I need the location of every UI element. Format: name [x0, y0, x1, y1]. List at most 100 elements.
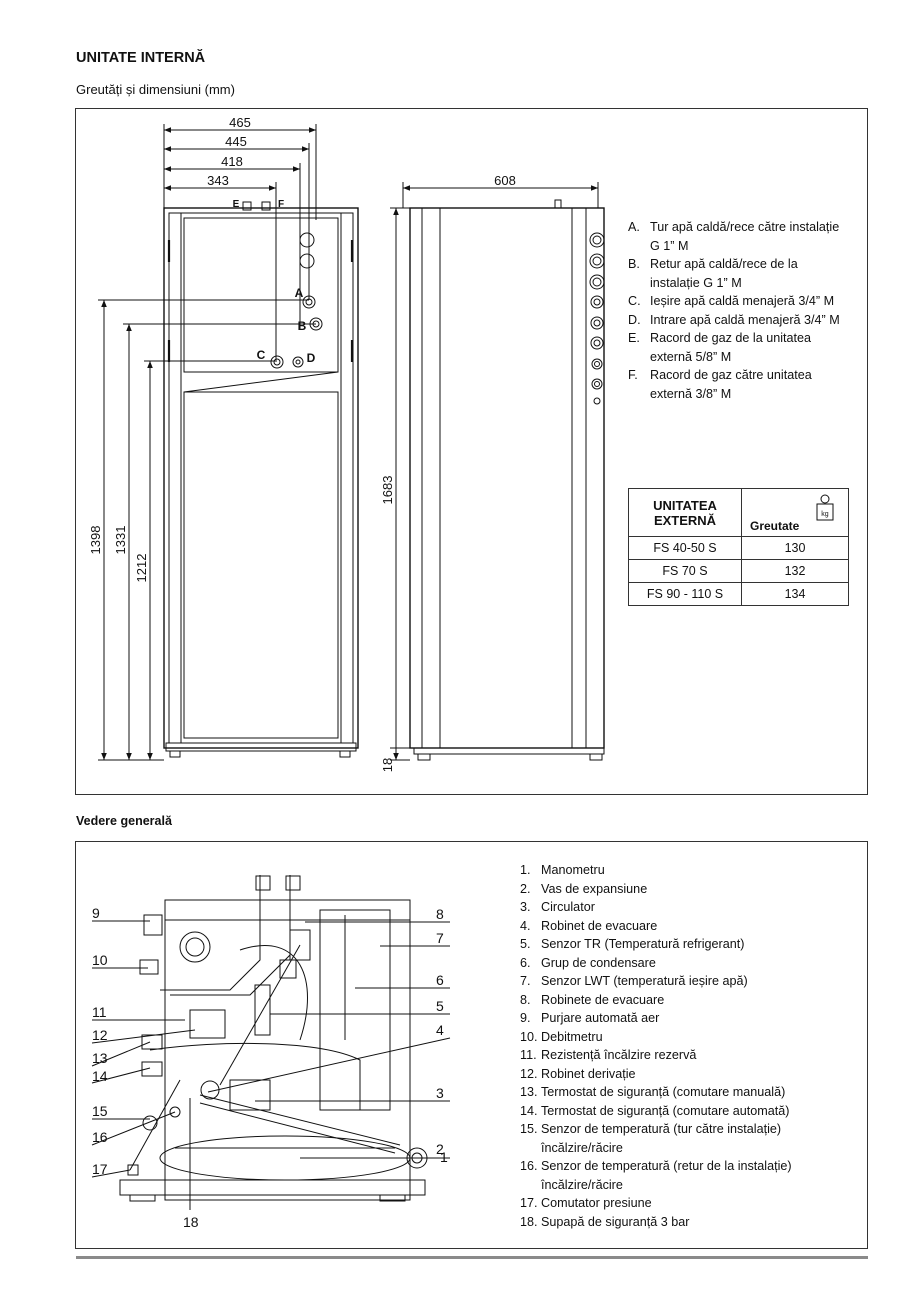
- connection-legend-item-text: Tur apă caldă/rece către instalație: [650, 220, 840, 234]
- overview-legend-item: 14.Termostat de siguranță (comutare auto…: [520, 1102, 792, 1121]
- connection-legend-item-text: Intrare apă caldă menajeră 3/4” M: [650, 312, 840, 327]
- conn-label-c: C: [257, 348, 266, 362]
- weight-table-header-weight: kg Greutate: [741, 488, 849, 537]
- overview-legend-item-text: Senzor TR (Temperatură refrigerant): [541, 937, 745, 951]
- weight-table-header-unit: UNITATEA EXTERNĂ: [628, 488, 742, 537]
- overview-legend-item-text: Termostat de siguranță (comutare manuală…: [541, 1085, 786, 1099]
- overview-legend-item-key: 4.: [520, 918, 531, 933]
- conn-label-d: D: [307, 351, 316, 365]
- weight-value-cell: 130: [741, 536, 849, 560]
- overview-legend-item-key: 1.: [520, 863, 531, 877]
- dim-width-343: 343: [207, 173, 229, 188]
- overview-legend-item-key: 15.: [520, 1122, 538, 1136]
- weight-model-cell: FS 90 - 110 S: [628, 582, 742, 606]
- overview-legend-item-key: 18.: [520, 1214, 538, 1229]
- overview-title: Vedere generală: [76, 814, 172, 828]
- callout-3: 3: [436, 1085, 444, 1101]
- dimensions-drawing: 465 445 418 343 608 E F A B C D 1398 133…: [88, 115, 605, 772]
- overview-legend-item-text: Robinet derivație: [541, 1066, 636, 1081]
- callout-5: 5: [436, 998, 444, 1014]
- weight-model-cell: FS 40-50 S: [628, 536, 742, 560]
- overview-legend-item-key: 12.: [520, 1066, 538, 1081]
- overview-legend-item-key: 10.: [520, 1029, 538, 1044]
- callout-9: 9: [92, 905, 100, 921]
- connection-legend-item-text: Racord de gaz către unitatea: [650, 368, 812, 382]
- overview-legend-item-text: Senzor LWT (temperatură ieșire apă): [541, 974, 748, 988]
- overview-legend-item-text: Manometru: [541, 863, 605, 877]
- overview-legend-item: 15.Senzor de temperatură (tur către inst…: [520, 1120, 792, 1139]
- overview-legend-item: 18.Supapă de siguranță 3 bar: [520, 1213, 792, 1232]
- connection-legend-item-key: C.: [628, 294, 641, 308]
- connection-legend-item-key: E.: [628, 331, 640, 345]
- connection-legend-item-key: F.: [628, 368, 638, 382]
- callout-8: 8: [436, 906, 444, 922]
- callout-7: 7: [436, 930, 444, 946]
- connections-legend: A. Tur apă caldă/rece către instalație G 1…: [628, 218, 840, 403]
- overview-legend-item-key: 3.: [520, 900, 531, 914]
- weight-kg-icon: kg: [816, 494, 834, 521]
- callout-1: 1: [440, 1149, 448, 1165]
- overview-legend-item-text: Rezistență încălzire rezervă: [541, 1048, 697, 1062]
- overview-legend-item-text: Debitmetru: [541, 1029, 603, 1044]
- connection-legend-item-key: A.: [628, 220, 640, 234]
- overview-legend-item-continuation: încălzire/răcire: [541, 1140, 623, 1155]
- connection-legend-item: A. Tur apă caldă/rece către instalație: [628, 218, 840, 237]
- conn-label-f: F: [278, 199, 284, 210]
- connection-legend-item-continuation: G 1” M: [650, 238, 689, 253]
- overview-legend-item: 10.Debitmetru: [520, 1028, 792, 1047]
- overview-legend-item-text: Robinet de evacuare: [541, 918, 658, 933]
- dim-width-418: 418: [221, 154, 243, 169]
- overview-legend-item: 3. Circulator: [520, 898, 792, 917]
- dimensions-panel: [75, 108, 868, 795]
- dim-depth-608: 608: [494, 173, 516, 188]
- callout-11: 11: [92, 1004, 107, 1020]
- overview-legend-item: 6.Grup de condensare: [520, 954, 792, 973]
- overview-legend-item: 1. Manometru: [520, 861, 792, 880]
- dim-foot-18: 18: [380, 758, 395, 772]
- overview-legend-item-key: 5.: [520, 937, 531, 951]
- overview-legend-item-text: Purjare automată aer: [541, 1011, 660, 1025]
- overview-legend-item-key: 11.: [520, 1048, 537, 1062]
- callout-6: 6: [436, 972, 444, 988]
- overview-legend-item-text: Circulator: [541, 900, 595, 914]
- overview-legend-item-text: Robinete de evacuare: [541, 992, 665, 1007]
- callout-15: 15: [92, 1103, 108, 1119]
- overview-legend-item-continuation: încălzire/răcire: [541, 1177, 623, 1192]
- overview-drawing: 9 10 11 12 13 14 15 16 17 8 7 6 5 4 3 2 …: [91, 875, 451, 1230]
- overview-legend-item: 13.Termostat de siguranță (comutare manu…: [520, 1083, 792, 1102]
- connection-legend-item-text: Racord de gaz de la unitatea: [650, 331, 812, 345]
- callout-17: 17: [92, 1161, 108, 1177]
- conn-label-a: A: [295, 286, 304, 300]
- callout-18: 18: [183, 1214, 199, 1230]
- overview-legend-item: 8.Robinete de evacuare: [520, 991, 792, 1010]
- dim-height-1398: 1398: [88, 526, 103, 555]
- overview-legend-item: 11. Rezistență încălzire rezervă: [520, 1046, 792, 1065]
- connection-legend-item-continuation: externă 5/8” M: [650, 349, 732, 364]
- callout-13: 13: [92, 1050, 108, 1066]
- weight-model-cell: FS 70 S: [628, 559, 742, 583]
- callout-16: 16: [92, 1129, 108, 1145]
- callout-4: 4: [436, 1022, 444, 1038]
- weight-value-cell: 134: [741, 582, 849, 606]
- page-title: UNITATE INTERNĂ: [76, 50, 206, 66]
- footer-divider: [76, 1256, 868, 1259]
- overview-legend-item-key: 9.: [520, 1011, 531, 1025]
- overview-legend-item: 5. Senzor TR (Temperatură refrigerant): [520, 935, 792, 954]
- conn-label-b: B: [298, 319, 307, 333]
- callout-14: 14: [92, 1068, 108, 1084]
- page-subtitle: Greutăți și dimensiuni (mm): [76, 82, 235, 97]
- connection-legend-item-key: D.: [628, 312, 641, 327]
- overview-legend-item-key: 13.: [520, 1085, 538, 1099]
- callout-12: 12: [92, 1027, 108, 1043]
- overview-legend-item: 7.Senzor LWT (temperatură ieșire apă): [520, 972, 792, 991]
- weight-header-label: Greutate: [750, 519, 800, 533]
- overview-legend-item: 9. Purjare automată aer: [520, 1009, 792, 1028]
- overview-legend-item-text: Senzor de temperatură (tur către instala…: [541, 1122, 782, 1136]
- dim-width-445: 445: [225, 134, 247, 149]
- conn-label-e: E: [233, 199, 240, 210]
- dim-height-1683: 1683: [380, 476, 395, 505]
- overview-legend-item-text: Comutator presiune: [541, 1196, 652, 1210]
